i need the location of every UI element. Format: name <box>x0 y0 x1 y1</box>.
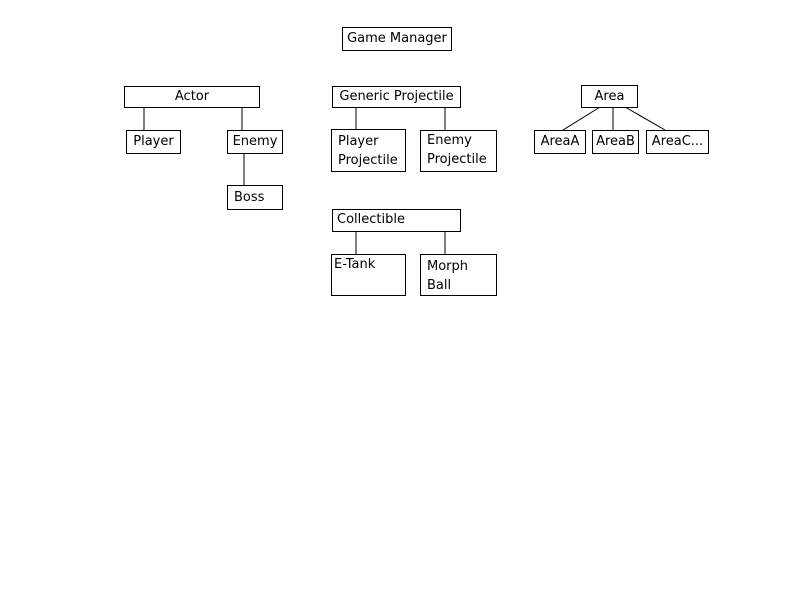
node-player-projectile: Player Projectile <box>331 129 406 172</box>
node-enemy-projectile-line2: Projectile <box>427 152 487 167</box>
connector-area-areac <box>624 106 666 131</box>
node-enemy-label: Enemy <box>232 134 278 149</box>
node-morph-ball-line1: Morph <box>427 259 469 274</box>
node-generic-projectile: Generic Projectile <box>332 86 461 108</box>
node-morph-ball: Morph Ball <box>420 254 497 296</box>
node-generic-projectile-label: Generic Projectile <box>339 89 454 104</box>
node-collectible: Collectible <box>332 209 461 232</box>
node-boss-label: Boss <box>234 189 265 205</box>
node-enemy-projectile: Enemy Projectile <box>420 130 497 172</box>
node-game-manager: Game Manager <box>342 27 452 51</box>
node-morph-ball-line2: Ball <box>427 278 452 293</box>
connector-area-areaa <box>562 106 601 131</box>
node-area-c: AreaC... <box>646 130 709 154</box>
node-boss: Boss <box>227 185 283 210</box>
node-area-b-label: AreaB <box>596 134 635 149</box>
node-player-projectile-line1: Player <box>338 134 379 149</box>
node-actor-label: Actor <box>174 89 210 104</box>
node-game-manager-label: Game Manager <box>347 31 447 46</box>
node-area-b: AreaB <box>592 130 639 154</box>
node-area-c-label: AreaC... <box>651 134 704 149</box>
node-area: Area <box>581 85 638 108</box>
node-actor: Actor <box>124 86 260 108</box>
node-area-label: Area <box>594 88 625 104</box>
node-etank-label: E-Tank <box>334 257 376 272</box>
node-player-label: Player <box>133 134 174 149</box>
node-player: Player <box>126 130 181 154</box>
node-etank: E-Tank <box>331 254 406 296</box>
node-area-a: AreaA <box>534 130 586 154</box>
node-collectible-label: Collectible <box>337 212 405 227</box>
node-player-projectile-line2: Projectile <box>338 153 398 168</box>
node-enemy: Enemy <box>227 130 283 154</box>
node-enemy-projectile-line1: Enemy <box>427 133 472 148</box>
node-area-a-label: AreaA <box>540 134 580 149</box>
